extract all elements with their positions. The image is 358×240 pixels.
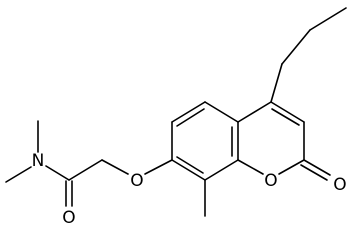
bond-propyl-3 <box>309 7 347 31</box>
bond-propyl-1 <box>270 63 283 103</box>
bond-c6-c5-inner <box>176 108 205 127</box>
bond-ch2-ether <box>101 159 129 175</box>
bond-carbonyl-ch2 <box>68 159 103 181</box>
atom-label-amide-n: N <box>32 151 45 171</box>
atom-label-lactone-o: O <box>333 175 346 195</box>
bond-c5-c4a <box>204 101 239 123</box>
molecule-svg: N O O O O <box>5 7 347 228</box>
bond-lactone-double-b <box>300 164 328 181</box>
bond-propyl-2 <box>281 29 311 65</box>
bond-n-carbonyl <box>45 165 70 181</box>
bond-ether-c7 <box>144 159 173 175</box>
bond-lactone-double-a <box>303 159 331 176</box>
bond-c8-c7 <box>171 159 206 181</box>
bond-c8-c7-inner <box>176 156 204 174</box>
atom-label-carbonyl-o: O <box>62 208 75 228</box>
atom-label-ring-o: O <box>264 171 277 191</box>
structure-diagram: N O O O O <box>5 7 347 228</box>
bond-c8a-c8 <box>204 159 239 181</box>
bond-layer <box>5 7 347 217</box>
bond-c4-c3 <box>270 101 305 123</box>
bond-n-methyl-left <box>5 166 32 183</box>
bond-c4a-c4 <box>237 101 272 123</box>
bond-c4-c3-inner <box>271 108 300 126</box>
bond-c2-ringo <box>278 159 305 175</box>
atom-label-layer: N O O O O <box>32 151 347 228</box>
bond-ringo-c8a <box>237 159 264 175</box>
atom-label-ether-o: O <box>130 171 143 191</box>
bond-c6-c5 <box>171 101 206 123</box>
